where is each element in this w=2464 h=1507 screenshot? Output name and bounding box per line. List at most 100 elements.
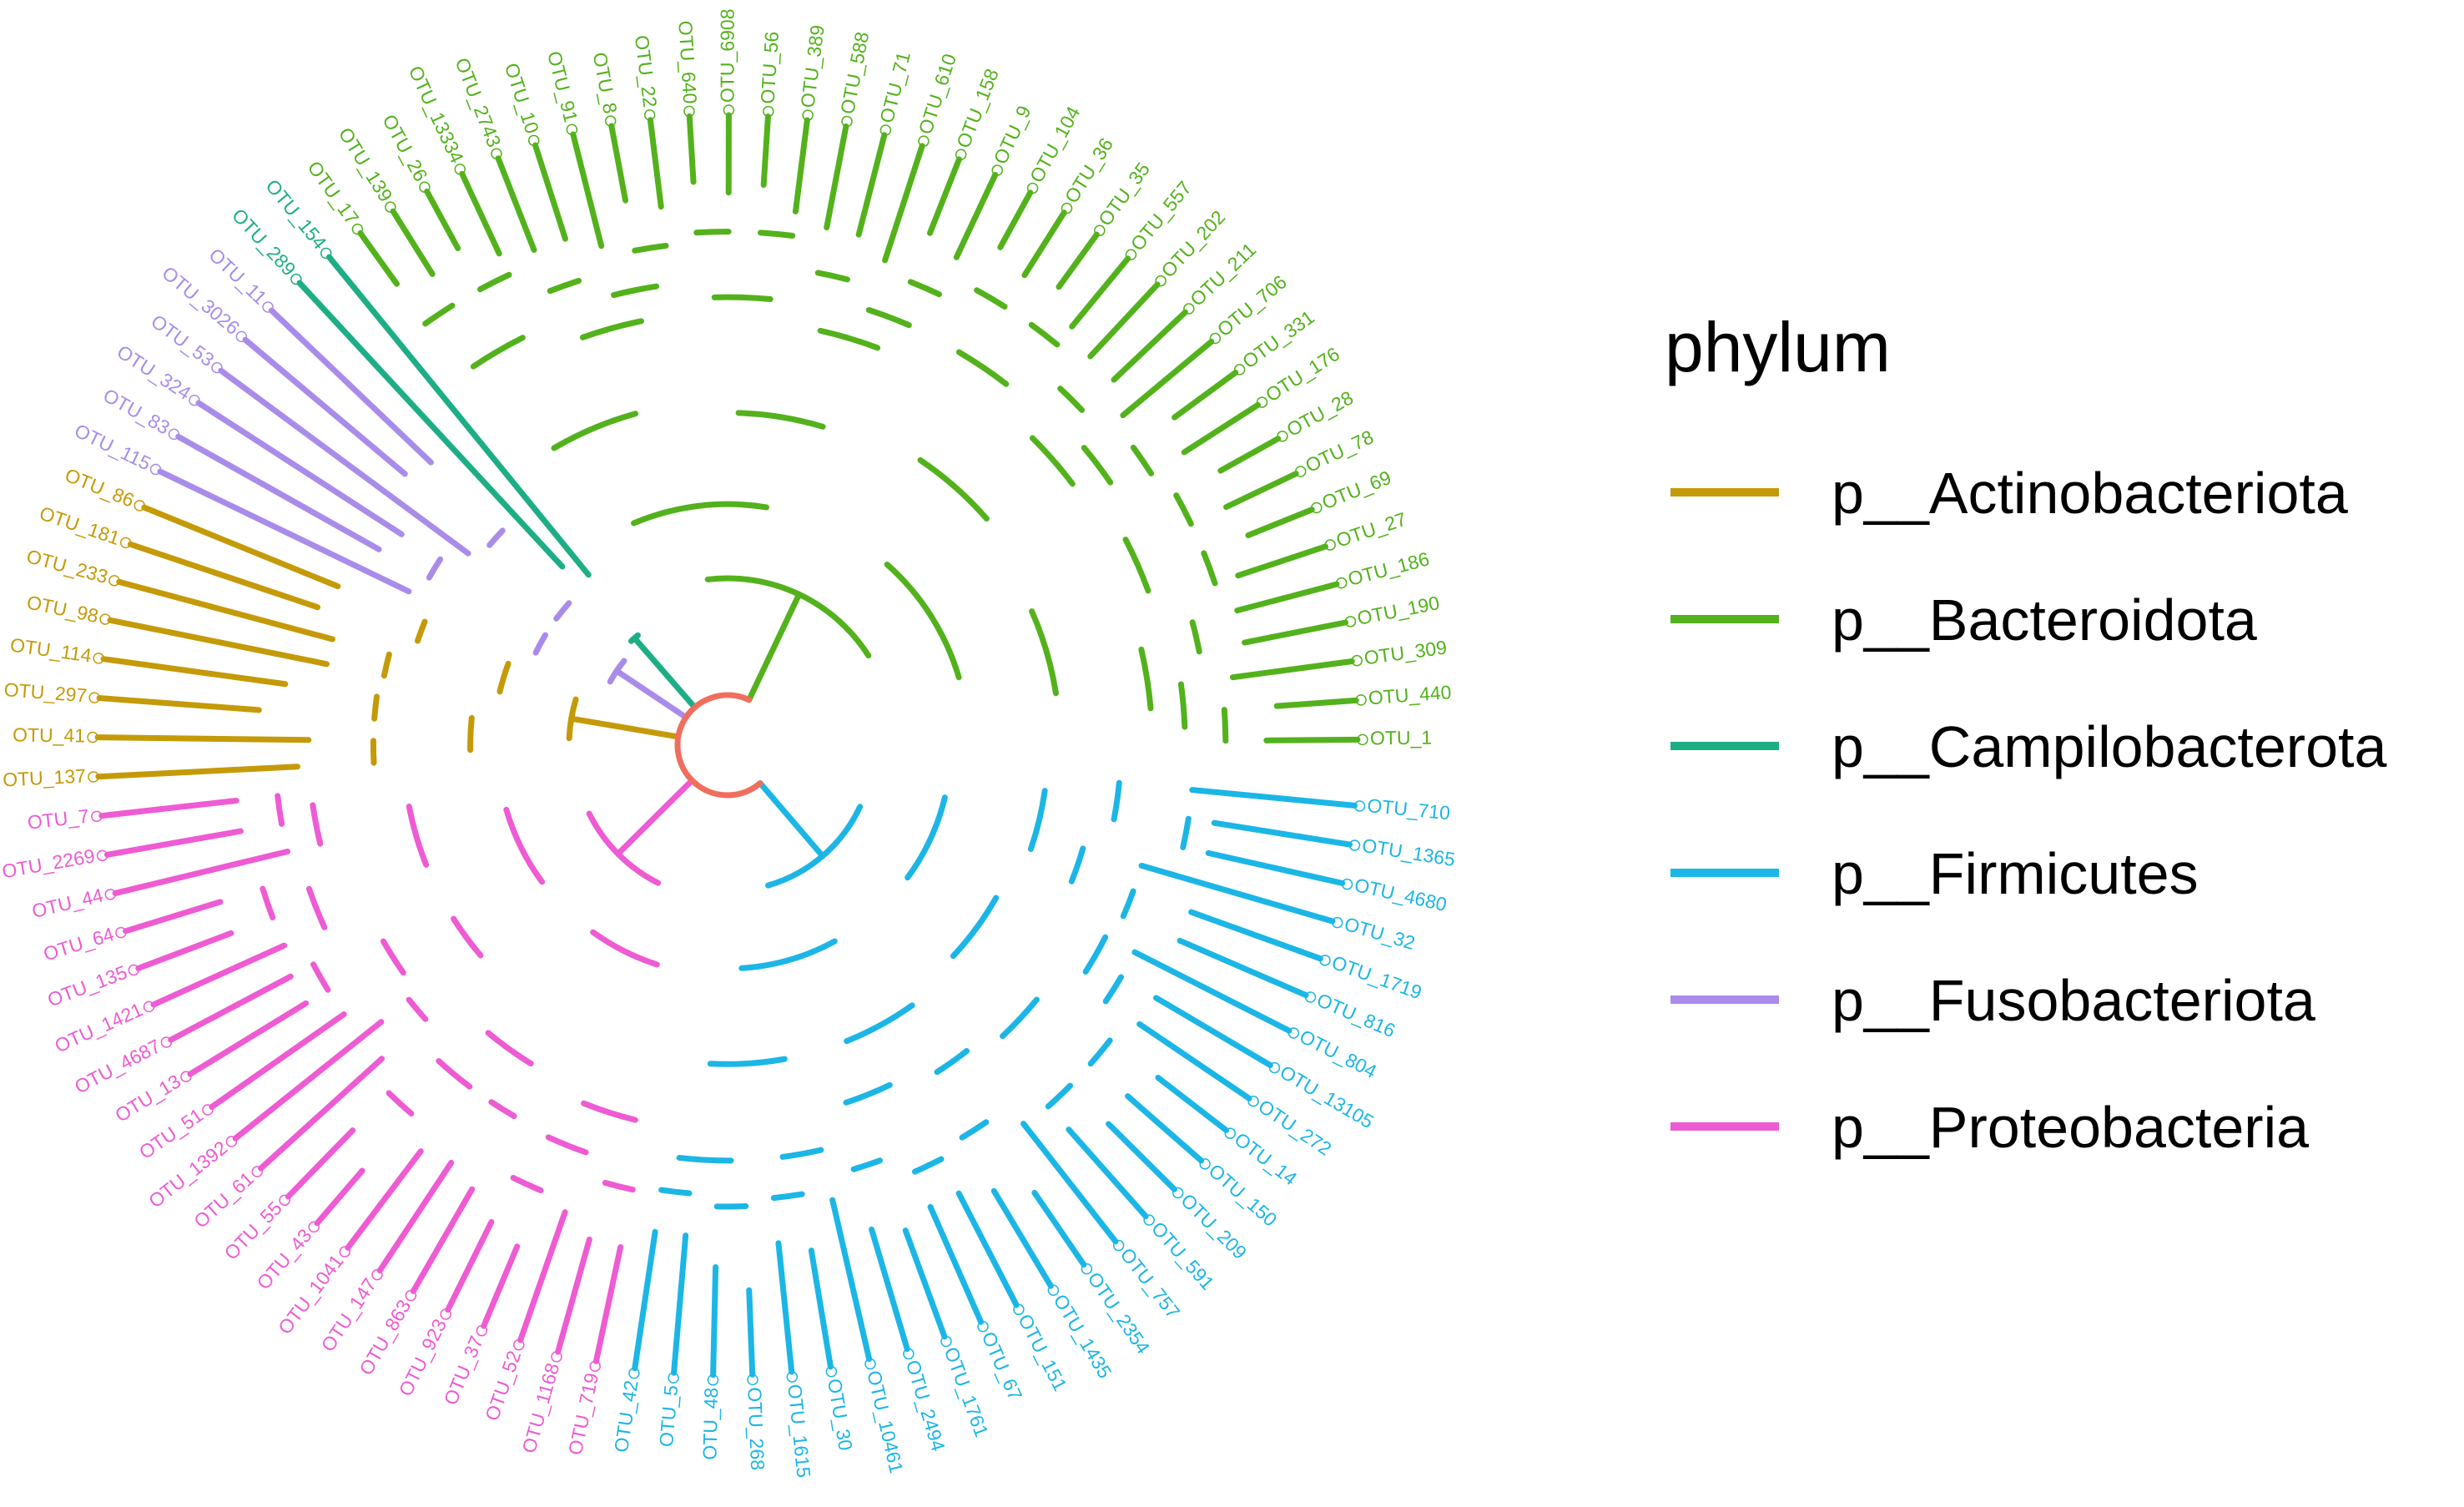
otu-leaf-label: OTU_78: [1302, 426, 1377, 476]
branch-arc: [1091, 1041, 1110, 1064]
tip-branch: [130, 544, 317, 607]
otu-leaf-label: OTU_28: [1283, 386, 1358, 441]
branch-arc: [1032, 612, 1056, 693]
branch-arc: [662, 1190, 689, 1193]
otu-leaf-label: OTU_268: [743, 1387, 768, 1471]
tip-branch: [288, 1131, 352, 1197]
otu-leaf-label: OTU_6908: [717, 8, 738, 103]
otu-leaf-label: OTU_610: [915, 51, 961, 137]
group-stem: [617, 671, 686, 718]
branch-arc: [1192, 622, 1199, 652]
branch-arc: [1181, 684, 1184, 727]
tip-branch: [956, 174, 995, 257]
branch-arc: [962, 1122, 986, 1137]
branch-arc: [846, 1085, 889, 1102]
tip-branch: [1227, 474, 1297, 507]
leaf-tip-marker: [1200, 1159, 1210, 1169]
branch-arc: [373, 741, 374, 763]
branch-arc: [582, 321, 641, 337]
tip-branch: [1156, 998, 1271, 1066]
tip-branch: [1109, 1124, 1175, 1189]
otu-leaf-label: OTU_83: [99, 384, 174, 438]
tip-branch: [108, 831, 241, 854]
leaf-tip-marker: [226, 1137, 236, 1147]
legend-label: p__Fusobacteriota: [1832, 968, 2315, 1033]
branch-arc: [1177, 496, 1192, 524]
tip-branch: [573, 134, 602, 246]
tip-branch: [713, 1268, 716, 1375]
tip-branch: [859, 135, 884, 234]
legend-label: p__Actinobacteriota: [1832, 461, 2348, 526]
tip-branch: [536, 145, 566, 239]
branch-arc: [309, 889, 324, 927]
branch-arc: [869, 310, 909, 325]
leaf-tip-marker: [291, 275, 301, 285]
otu-leaf-label: OTU_115: [71, 420, 154, 475]
tip-branch: [271, 310, 431, 462]
tip-branch: [139, 933, 231, 968]
tip-branch: [1245, 622, 1346, 643]
leaf-tip-marker: [1126, 249, 1136, 260]
leaf-tip-marker: [352, 224, 362, 234]
tip-branch: [448, 1222, 491, 1309]
branch-arc: [908, 798, 945, 878]
leaf-tip-marker: [1144, 1215, 1154, 1225]
branch-arc: [488, 1033, 531, 1064]
otu-leaf-label: OTU_26: [378, 111, 431, 185]
branch-arc: [1003, 1000, 1037, 1036]
branch-arc: [1061, 389, 1082, 411]
branch-arc: [714, 297, 770, 299]
leaf-tip-marker: [1235, 365, 1245, 375]
otu-leaf-label: OTU_816: [1313, 989, 1398, 1041]
branch-arc: [1084, 448, 1110, 483]
branch-arc: [473, 338, 522, 366]
otu-leaf-label: OTU_67: [978, 1328, 1027, 1404]
otu-leaf-label: OTU_52: [481, 1348, 525, 1424]
tip-branch: [199, 403, 401, 534]
group-stem: [618, 780, 693, 854]
branch-arc: [854, 1161, 879, 1169]
leaf-tip-marker: [321, 248, 331, 258]
leaf-tip-marker: [1210, 334, 1220, 344]
tip-branch: [393, 211, 432, 274]
branch-arc: [313, 805, 320, 844]
otu-leaf-label: OTU_181: [37, 502, 123, 549]
leaf-tip-marker: [1095, 225, 1105, 235]
tip-branch: [427, 191, 458, 248]
branch-arc: [1030, 791, 1045, 849]
branch-arc: [773, 1194, 802, 1198]
branch-arc: [1126, 540, 1148, 591]
tip-branch: [650, 120, 661, 207]
tip-branch: [498, 159, 534, 250]
otu-leaf-label: OTU_2494: [902, 1358, 950, 1454]
tip-branch: [827, 126, 846, 227]
legend-title: phylum: [1665, 308, 1891, 386]
tip-branch: [99, 698, 259, 710]
tip-branch: [360, 234, 397, 285]
otu-leaf-label: OTU_9: [990, 102, 1035, 167]
branch-arc: [1133, 447, 1151, 473]
otu-leaf-label: OTU_32: [1342, 913, 1418, 954]
branch-arc: [548, 1137, 586, 1152]
leaf-tip-marker: [1225, 1128, 1235, 1138]
tip-branch: [1072, 259, 1128, 326]
tip-branch: [1277, 700, 1356, 706]
leaf-tip-marker: [280, 1195, 290, 1205]
group-stem: [572, 718, 678, 737]
branch-arc: [389, 1093, 411, 1114]
branch-arc: [1048, 1086, 1070, 1106]
branch-arc: [847, 1006, 912, 1041]
tip-branch: [1035, 1192, 1084, 1264]
otu-leaf-label: OTU_71: [875, 49, 915, 125]
branch-arc: [429, 559, 440, 577]
tip-branch: [462, 174, 499, 254]
branch-arc: [1123, 891, 1133, 916]
leaf-tip-marker: [263, 302, 273, 312]
branch-arc: [1204, 553, 1215, 583]
tip-branch: [833, 1200, 869, 1359]
tip-branch: [1221, 439, 1278, 471]
otu-leaf-label: OTU_10461: [863, 1368, 907, 1475]
branch-arc: [409, 807, 426, 865]
tip-branch: [1237, 584, 1337, 611]
